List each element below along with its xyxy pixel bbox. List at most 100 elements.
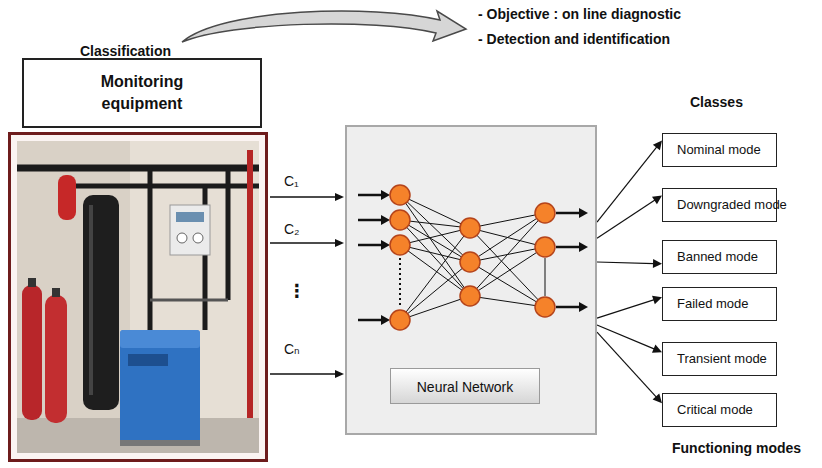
class-arrow — [597, 296, 662, 318]
boiler-top — [120, 330, 200, 348]
input-label: Cₙ — [284, 341, 300, 357]
neuron — [460, 286, 480, 306]
link — [400, 296, 470, 320]
input-arrow — [270, 373, 336, 374]
blue-boiler — [120, 330, 200, 445]
cylinder-valve — [28, 278, 36, 287]
arrow-head — [335, 239, 344, 247]
link — [400, 220, 470, 296]
link — [470, 247, 545, 296]
arrow-head — [653, 394, 662, 404]
arrow-head — [652, 195, 662, 204]
network-box: Neural Network — [345, 125, 597, 435]
gauge — [177, 233, 187, 243]
io-arrow — [556, 246, 580, 249]
red-pipe — [247, 150, 253, 418]
connector-line — [597, 200, 655, 238]
arrow-head — [381, 315, 390, 325]
link — [400, 195, 470, 228]
link — [400, 245, 470, 262]
input-arrow — [270, 242, 336, 243]
arrow-head — [381, 215, 390, 225]
connector-line — [597, 325, 655, 349]
tank-highlight — [89, 205, 93, 395]
class-box: Failed mode — [662, 287, 777, 321]
io-arrow — [358, 319, 382, 322]
network-plate: Neural Network — [390, 368, 540, 404]
gas-cylinder — [22, 285, 42, 420]
neuron — [460, 218, 480, 238]
arrow-head — [653, 259, 662, 268]
io-arrow — [556, 306, 580, 309]
arrow-head — [335, 370, 344, 378]
neuron — [390, 210, 410, 230]
pipe — [17, 165, 259, 172]
arrow-head — [335, 193, 344, 201]
connector-line — [597, 147, 657, 222]
input-arrow — [270, 196, 336, 197]
neuron — [535, 237, 555, 257]
equipment-box: Monitoring equipment — [22, 58, 262, 128]
neuron — [535, 203, 555, 223]
expansion-vessel — [58, 175, 76, 220]
dotted-link — [399, 258, 401, 308]
gauge — [193, 233, 203, 243]
section-title: Classification — [80, 43, 171, 59]
class-name: Critical mode — [677, 402, 768, 418]
link — [470, 228, 545, 307]
input-label: C₁ — [284, 173, 299, 189]
neuron — [390, 235, 410, 255]
neuron — [390, 185, 410, 205]
class-arrow — [597, 332, 662, 403]
cylinder-valve — [52, 288, 60, 297]
link — [400, 262, 470, 320]
neuron — [535, 297, 555, 317]
class-box: Critical mode — [662, 393, 777, 427]
arrow-head — [653, 140, 662, 150]
class-box: Banned mode — [662, 240, 777, 274]
objective-note: - Objective : on line diagnostic — [478, 6, 681, 22]
arrow-head — [579, 208, 588, 218]
io-arrow — [358, 194, 382, 197]
neuron — [460, 252, 480, 272]
connector-line — [597, 300, 654, 318]
photo-wall — [17, 141, 259, 453]
control-screen — [176, 212, 204, 222]
io-arrow — [358, 244, 382, 247]
pipe — [150, 299, 228, 302]
control-box — [170, 205, 210, 255]
class-box: Nominal mode — [662, 133, 777, 167]
class-arrow — [597, 259, 662, 268]
io-arrow — [358, 219, 382, 222]
class-box: Transient mode — [662, 342, 777, 376]
link — [470, 296, 545, 307]
class-arrow — [597, 140, 662, 222]
class-name: Transient mode — [677, 351, 768, 367]
photo-frame — [10, 134, 267, 461]
class-box: Downgraded mode — [662, 188, 777, 222]
class-name: Banned mode — [677, 249, 768, 265]
pipe — [226, 168, 231, 300]
class-name: Downgraded mode — [677, 197, 768, 213]
boiler-panel — [128, 354, 168, 366]
pipe — [148, 168, 153, 330]
connector-line — [597, 332, 657, 397]
arrow-head — [381, 190, 390, 200]
curved-arrow — [182, 11, 466, 42]
arrow-head — [579, 302, 588, 312]
connector-line — [597, 262, 654, 264]
objective-note: - Detection and identification — [478, 31, 670, 47]
arrow-head — [652, 296, 662, 305]
gas-cylinder — [45, 295, 67, 423]
input-arrows — [270, 193, 344, 378]
class-name: Failed mode — [677, 296, 768, 312]
column-heading: Functioning modes — [672, 440, 801, 456]
network-links — [400, 195, 545, 320]
column-heading: Classes — [690, 94, 743, 110]
link — [470, 262, 545, 307]
network-io-arrows — [358, 190, 588, 325]
ellipsis-mark: ⋮ — [288, 280, 306, 302]
arrow-head — [652, 345, 662, 353]
io-arrow — [556, 212, 580, 215]
